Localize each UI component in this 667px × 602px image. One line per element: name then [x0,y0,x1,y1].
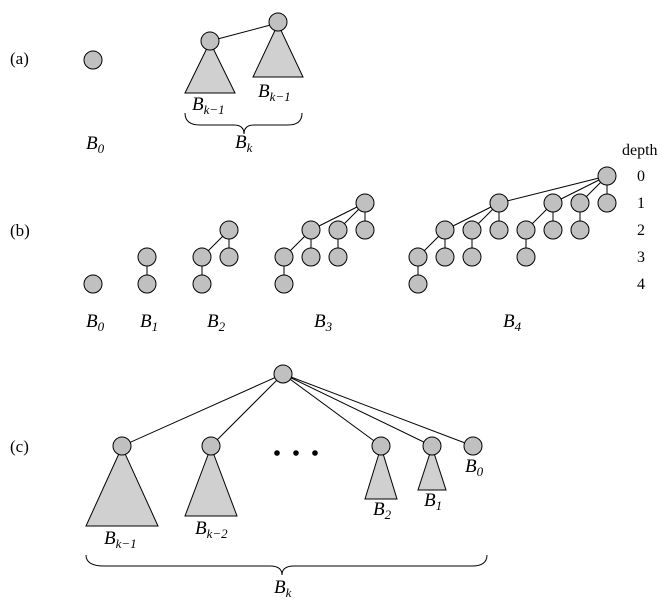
tree-node [597,193,617,213]
tree-node [435,220,455,240]
root-edge [121,373,284,447]
bk-2-root [201,436,221,456]
depth-header: depth [622,142,658,159]
root-edge [282,373,474,447]
tree-node [328,247,348,267]
depth-3: 3 [637,249,645,266]
ellipsis-dot [312,450,318,456]
bk-brace-c [85,554,488,576]
tree-node [274,274,294,294]
tree-node [462,220,482,240]
root-edge [210,373,284,447]
tree-edge [498,175,608,204]
tree-node [137,274,157,294]
panel-label-a: (a) [10,49,29,68]
root-edge [282,373,433,447]
depth-1: 1 [637,195,645,212]
panel-label-c: (c) [10,437,29,456]
link-edge [209,22,279,42]
part-c-bk-structure [85,364,488,576]
bk-label-c: Bk [274,577,292,600]
tree-node [408,247,428,267]
tree-node [355,220,375,240]
tree-b0 [83,274,103,294]
right-subtree-triangle [252,22,304,78]
bk-1-right-label: Bk−1 [258,81,291,104]
tree-node [219,220,239,240]
b1-root [422,436,442,456]
tree-node [83,274,103,294]
b0-label-a: B0 [86,133,105,156]
tree-node [435,247,455,267]
ellipsis-dot [274,450,280,456]
tree-node [570,220,590,240]
tree-b3 [274,193,375,294]
bk-1-root [112,436,132,456]
depth-0: 0 [637,168,645,185]
b0-label-c: B0 [465,456,484,479]
right-subtree-root [268,12,288,32]
b0-root [463,436,483,456]
bk-1-left-label: Bk−1 [192,94,225,117]
tree-b4 [408,166,617,294]
b3-label-b: B3 [314,311,333,334]
tree-edge [444,202,500,231]
tree-node [192,274,212,294]
bk-brace [184,112,303,135]
bk-1-triangle [85,445,159,527]
tree-node [301,247,321,267]
b0-node [83,50,103,70]
panel-label-b: (b) [10,221,30,240]
bk-1-label-c: Bk−1 [104,528,137,551]
tree-b1 [137,247,157,294]
tree-node [219,247,239,267]
tree-node [301,220,321,240]
b4-label-b: B4 [503,311,522,334]
bk-2-label-c: Bk−2 [195,518,228,541]
b1-triangle [417,445,447,491]
tree-node [597,166,617,186]
tree-node [570,193,590,213]
bk-2-triangle [184,445,238,517]
tree-node [137,247,157,267]
bk-label-a: Bk [235,132,253,155]
root-edge [282,373,382,447]
left-subtree-root [200,31,220,51]
b2-triangle [364,445,398,500]
ellipsis-dot [293,450,299,456]
tree-node [489,220,509,240]
tree-b2 [192,220,239,294]
tree-node [274,247,294,267]
depth-4: 4 [637,276,645,293]
tree-edge [310,202,366,231]
tree-node [328,220,348,240]
tree-node [543,220,563,240]
b0-label-b: B0 [86,311,105,334]
tree-node [516,247,536,267]
b2-label-c: B2 [373,499,392,522]
tree-edge [552,175,608,204]
tree-node [543,193,563,213]
bk-root-node [273,364,293,384]
tree-node [192,247,212,267]
part-a-bk-construction [184,12,304,135]
b2-label-b: B2 [207,311,226,334]
b1-label-b: B1 [140,311,158,334]
left-subtree-triangle [184,40,236,94]
tree-node [489,193,509,213]
b2-root [371,436,391,456]
tree-node [408,274,428,294]
tree-node [516,220,536,240]
tree-node [355,193,375,213]
b1-label-c: B1 [424,490,442,513]
depth-2: 2 [637,222,645,239]
tree-node [462,247,482,267]
